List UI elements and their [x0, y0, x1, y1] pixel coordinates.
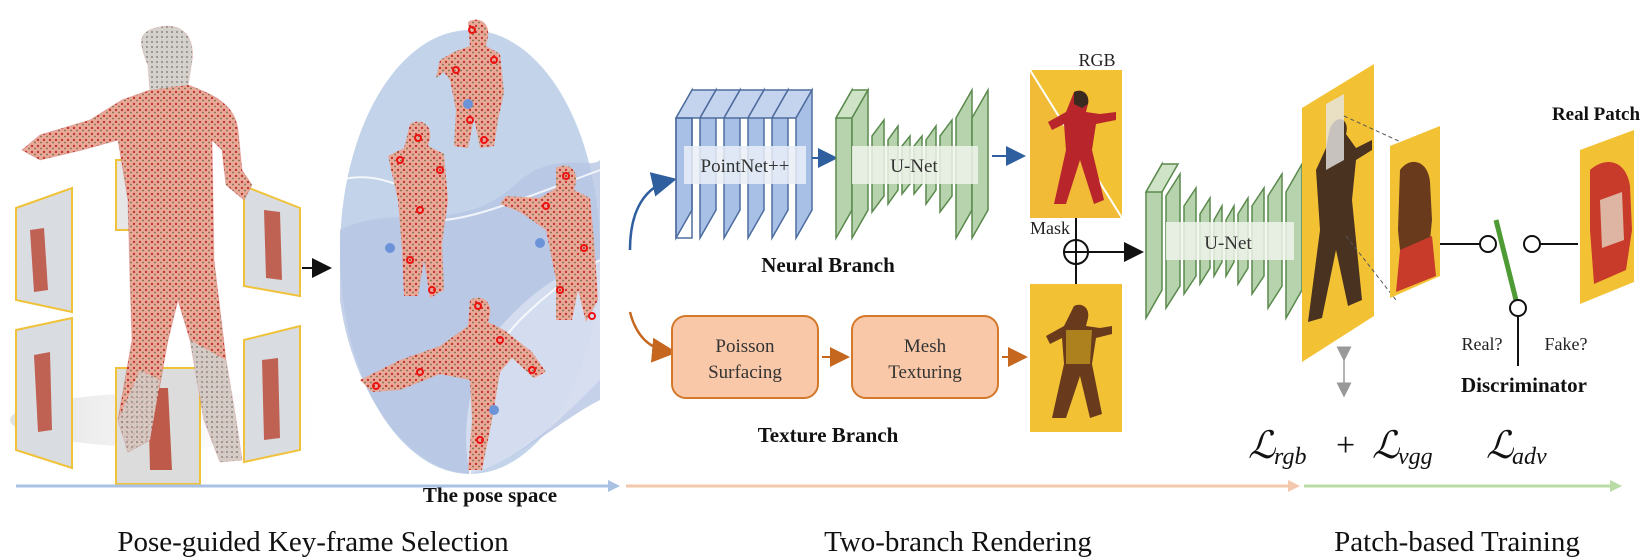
- stage-timeline: The pose space Pose-guided Key-frame Sel…: [16, 480, 1622, 558]
- pose-figure: [360, 297, 546, 470]
- stage-label-keyframe: Pose-guided Key-frame Selection: [117, 526, 509, 558]
- fusion-unet-block: U-Net: [1144, 161, 1303, 321]
- camera-view-thumbnails: [15, 159, 301, 485]
- pose-space-label: The pose space: [423, 483, 557, 507]
- rendered-patch-image: [1390, 126, 1440, 298]
- pointnet-label-box: [684, 146, 806, 184]
- pointnet-label: PointNet++: [701, 156, 790, 177]
- point-cloud-head: [141, 26, 193, 90]
- switch-pivot-icon: [1509, 299, 1527, 317]
- texture-branch-label: Texture Branch: [758, 423, 899, 447]
- rgb-label: RGB: [1078, 50, 1115, 70]
- point-cloud-human: [21, 25, 253, 463]
- mesh-texturing-box: Mesh Texturing: [851, 315, 999, 399]
- loss-adv-symbol: ℒ: [1486, 425, 1515, 467]
- texture-branch-arrow: [628, 311, 677, 363]
- loss-rgb-subscript: rgb: [1274, 444, 1306, 470]
- sampled-patch-highlight: [1326, 94, 1344, 170]
- poisson-label-line1: Poisson: [715, 336, 775, 357]
- unet-block: U-Net: [834, 87, 989, 241]
- mesh-label-line2: Texturing: [888, 362, 962, 383]
- neural-branch-arrow: [628, 172, 677, 251]
- real-patch-label: Real Patch: [1552, 104, 1641, 125]
- fake-input-node-icon: [1479, 235, 1497, 253]
- mask-label: Mask: [1030, 218, 1070, 238]
- real-input-node-icon: [1523, 235, 1541, 253]
- pose-figure: [436, 19, 504, 149]
- neural-branch-label: Neural Branch: [761, 253, 895, 277]
- real-patch-image: [1580, 130, 1634, 304]
- loss-rgb-symbol: ℒ: [1248, 425, 1277, 467]
- discriminator-label: Discriminator: [1461, 373, 1587, 397]
- fusion-unet-label-box: [1166, 222, 1294, 260]
- pose-space-ellipse: [339, 19, 601, 475]
- loss-terms: ℒ rgb + ℒ vgg ℒ adv: [1248, 425, 1547, 470]
- unet-label-box: [852, 146, 978, 184]
- loss-vgg-subscript: vgg: [1398, 444, 1433, 470]
- combine-plus-icon: [1063, 239, 1089, 265]
- neural-render-image: [1029, 69, 1123, 219]
- pose-figure: [500, 165, 598, 322]
- fusion-unet-label: U-Net: [1204, 233, 1252, 254]
- rendering-section: PointNet++ U-Net Neural Branch Poisson S…: [628, 50, 1144, 447]
- poisson-surfacing-box: Poisson Surfacing: [671, 315, 819, 399]
- stage-label-training: Patch-based Training: [1334, 526, 1580, 558]
- pointnet-block: PointNet++: [674, 87, 814, 241]
- fake-question-label: Fake?: [1545, 334, 1588, 354]
- output-render-image: [1302, 64, 1374, 362]
- real-question-label: Real?: [1462, 334, 1503, 354]
- unet-label: U-Net: [890, 156, 938, 177]
- keyframe-section: [10, 19, 601, 485]
- texture-render-image: [1030, 284, 1122, 432]
- discriminator-switch-stick: [1493, 219, 1519, 301]
- training-section: U-Net Real? Fake?: [1144, 64, 1641, 470]
- loss-adv-subscript: adv: [1512, 444, 1547, 470]
- poisson-label-line2: Surfacing: [708, 362, 782, 383]
- mesh-label-line1: Mesh: [904, 336, 947, 357]
- stage-label-rendering: Two-branch Rendering: [824, 526, 1092, 558]
- loss-vgg-symbol: ℒ: [1372, 425, 1401, 467]
- loss-plus: +: [1336, 427, 1355, 464]
- discriminator-switch: [1440, 219, 1578, 366]
